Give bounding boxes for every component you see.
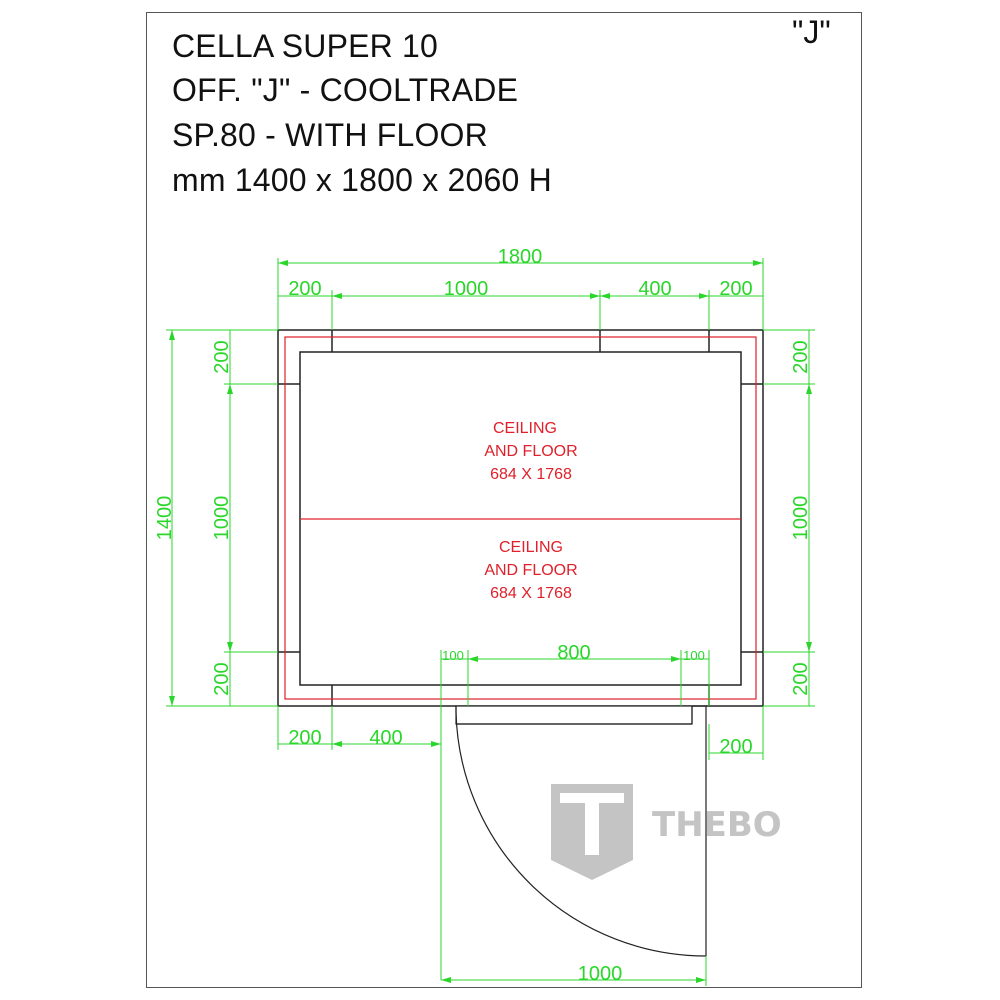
dimension-lines	[166, 258, 815, 986]
dim-left-bottom: 200	[211, 662, 233, 695]
dim-door-frame-right: 100	[683, 648, 705, 663]
dim-left-mid: 1000	[211, 496, 233, 541]
dim-left-top: 200	[211, 340, 233, 373]
panel-2-line-3: 684 X 1768	[490, 585, 572, 602]
panel-1-line-2: AND FLOOR	[484, 443, 577, 460]
dim-overall-depth: 1400	[154, 496, 176, 541]
door	[455, 705, 707, 957]
dim-top-corner-right: 200	[719, 278, 752, 300]
dim-overall-width: 1800	[498, 246, 543, 268]
dim-door-opening: 800	[557, 642, 590, 664]
title-line-4: mm 1400 x 1800 x 2060 H	[172, 162, 552, 198]
drawing-sheet	[146, 12, 862, 988]
panel-1-line-3: 684 X 1768	[490, 466, 572, 483]
variant-mark: "J"	[792, 14, 831, 50]
dim-bottom-left-panel: 400	[369, 727, 402, 749]
dim-door-swing-width: 1000	[578, 963, 623, 985]
title-line-3: SP.80 - WITH FLOOR	[172, 117, 488, 153]
logo-text: THEBO	[652, 805, 782, 845]
dim-right-mid: 1000	[790, 496, 812, 541]
dim-door-frame-left: 100	[442, 648, 464, 663]
panel-2-line-1: CEILING	[499, 539, 563, 556]
panel-outline	[284, 336, 757, 700]
dim-top-mid: 1000	[444, 278, 489, 300]
dim-bottom-right-corner: 200	[719, 736, 752, 758]
title-line-1: CELLA SUPER 10	[172, 28, 439, 64]
thebo-logo: THEBO	[551, 784, 782, 880]
door-leaf	[455, 705, 693, 725]
panel-label-2: CEILING AND FLOOR 684 X 1768	[484, 539, 577, 602]
door-swing-edge	[692, 705, 707, 956]
dim-right-top: 200	[790, 340, 812, 373]
dimension-arrows	[169, 260, 812, 983]
dim-bottom-left-corner: 200	[288, 727, 321, 749]
door-swing-arc	[455, 706, 707, 957]
panel-2-line-2: AND FLOOR	[484, 562, 577, 579]
dim-top-left: 200	[288, 278, 321, 300]
dim-right-bottom: 200	[790, 662, 812, 695]
panel-label-1: CEILING AND FLOOR 684 X 1768	[484, 420, 577, 483]
dim-top-right: 400	[638, 278, 671, 300]
title-line-2: OFF. "J" - COOLTRADE	[172, 72, 519, 108]
panel-1-line-1: CEILING	[493, 420, 557, 437]
